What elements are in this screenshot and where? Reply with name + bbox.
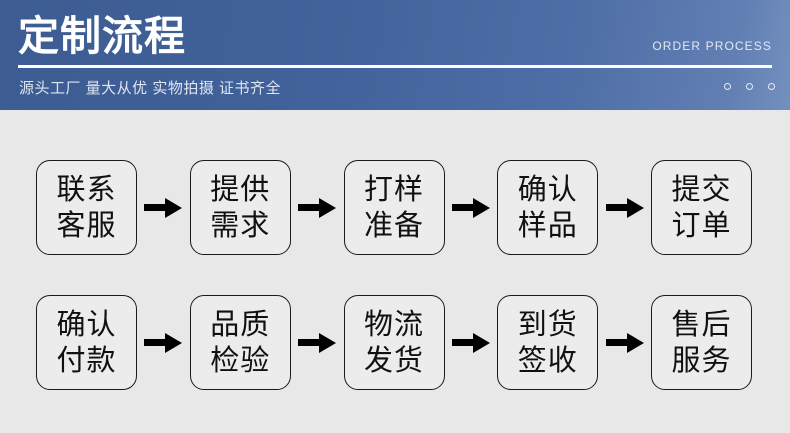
process-step-box: 确认 付款	[36, 295, 137, 390]
arrow-right-icon	[451, 332, 490, 353]
header-english-label: ORDER PROCESS	[652, 39, 772, 53]
flow-arrow	[291, 295, 344, 390]
step-label-line2: 签收	[517, 344, 578, 377]
process-step-box: 确认 样品	[497, 160, 599, 255]
banner-header: 定制流程 ORDER PROCESS 源头工厂 量大从优 实物拍摄 证书齐全	[0, 0, 790, 110]
step-label-line2: 需求	[210, 209, 271, 242]
flow-arrow	[137, 295, 190, 390]
step-label-line2: 发货	[363, 344, 424, 377]
flow-arrow	[137, 160, 190, 255]
step-label-line2: 检验	[210, 344, 271, 377]
step-label-line1: 品质	[210, 308, 271, 341]
step-label-line1: 确认	[517, 173, 578, 206]
circle-icon	[746, 83, 753, 90]
process-step-box: 联系 客服	[36, 160, 137, 255]
step-label-line1: 提交	[671, 173, 732, 206]
step-label-line1: 联系	[56, 173, 117, 206]
step-label-line2: 订单	[671, 209, 732, 242]
process-step-box: 售后 服务	[651, 295, 752, 390]
step-label-line2: 样品	[517, 209, 578, 242]
step-label-line2: 服务	[671, 344, 732, 377]
step-label-line2: 准备	[363, 209, 424, 242]
process-step-box: 到货 签收	[497, 295, 599, 390]
process-step-box: 物流 发货	[343, 295, 445, 390]
decorative-dots	[724, 83, 775, 90]
arrow-right-icon	[144, 197, 183, 218]
arrow-right-icon	[605, 197, 644, 218]
header-divider	[18, 65, 772, 68]
header-subtitle: 源头工厂 量大从优 实物拍摄 证书齐全	[19, 80, 282, 97]
arrow-right-icon	[451, 197, 490, 218]
step-label-line1: 到货	[517, 308, 578, 341]
process-step-box: 提供 需求	[189, 160, 291, 255]
circle-icon	[724, 83, 731, 90]
arrow-right-icon	[298, 332, 337, 353]
arrow-right-icon	[144, 332, 183, 353]
step-label-line1: 售后	[671, 308, 732, 341]
step-label-line1: 打样	[363, 173, 424, 206]
step-label-line2: 客服	[56, 209, 117, 242]
step-label-line2: 付款	[56, 344, 117, 377]
circle-icon	[768, 83, 775, 90]
step-label-line1: 提供	[210, 173, 271, 206]
flow-arrow	[598, 295, 651, 390]
flow-arrow	[598, 160, 651, 255]
arrow-right-icon	[605, 332, 644, 353]
arrow-right-icon	[298, 197, 337, 218]
flow-arrow	[445, 295, 498, 390]
process-row-2: 确认 付款 品质 检验 物流 发货 到货 签收 售后 服务	[36, 295, 752, 390]
flow-arrow	[291, 160, 344, 255]
step-label-line1: 确认	[56, 308, 117, 341]
process-step-box: 品质 检验	[189, 295, 291, 390]
page-title: 定制流程	[18, 13, 186, 59]
process-row-1: 联系 客服 提供 需求 打样 准备 确认 样品 提交 订单	[36, 160, 752, 255]
process-step-box: 打样 准备	[343, 160, 445, 255]
step-label-line1: 物流	[363, 308, 424, 341]
process-step-box: 提交 订单	[651, 160, 752, 255]
flow-arrow	[445, 160, 498, 255]
